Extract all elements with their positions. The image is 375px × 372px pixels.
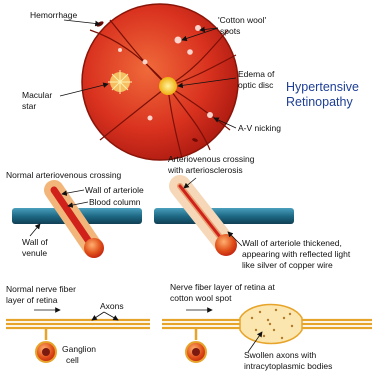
label-swollen-2: intracytoplasmic bodies <box>244 361 332 371</box>
label-cotton-wool-2: spots <box>220 26 240 36</box>
axons-icon <box>6 320 150 328</box>
label-thickened-3: like silver of copper wire <box>242 260 333 270</box>
label-cotton-wool-1: 'Cotton wool' <box>218 15 267 25</box>
arteriole-end-icon <box>84 238 104 258</box>
label-normal-crossing-title: Normal arteriovenous crossing <box>6 170 122 180</box>
label-swollen-1: Swollen axons with <box>244 350 317 360</box>
label-normal-nerve-2: layer of retina <box>6 295 58 305</box>
label-ganglion-2: cell <box>66 355 79 365</box>
label-thickened-1: Wall of arteriole thickened, <box>242 238 342 248</box>
fundus-illustration <box>82 4 238 160</box>
label-normal-nerve-1: Normal nerve fiber <box>6 284 76 294</box>
label-sclerosis-title-2: with arteriosclerosis <box>167 165 243 175</box>
label-av-nicking: A-V nicking <box>238 123 281 133</box>
venule-icon <box>154 208 294 224</box>
label-blood-column: Blood column <box>89 197 141 207</box>
title-line-1: Hypertensive <box>286 80 359 94</box>
normal-nerve-pointers <box>34 310 118 320</box>
title-line-2: Retinopathy <box>286 95 353 109</box>
label-macular-2: star <box>22 101 36 111</box>
label-hemorrhage: Hemorrhage <box>30 10 78 20</box>
label-wall-venule-1: Wall of <box>22 237 48 247</box>
label-sclerosis-title-1: Arteriovenous crossing <box>168 154 255 164</box>
label-ganglion-1: Ganglion <box>62 344 96 354</box>
label-edema-1: Edema of <box>238 69 275 79</box>
label-wall-arteriole: Wall of arteriole <box>85 185 144 195</box>
label-edema-2: optic disc <box>238 80 274 90</box>
label-macular-1: Macular <box>22 90 52 100</box>
optic-disc-icon <box>159 77 177 95</box>
label-axons: Axons <box>100 301 124 311</box>
label-cws-title-1: Nerve fiber layer of retina at <box>170 282 276 292</box>
label-thickened-2: appearing with reflected light <box>242 249 351 259</box>
label-cws-title-2: cotton wool spot <box>170 293 232 303</box>
label-wall-venule-2: venule <box>22 248 47 258</box>
